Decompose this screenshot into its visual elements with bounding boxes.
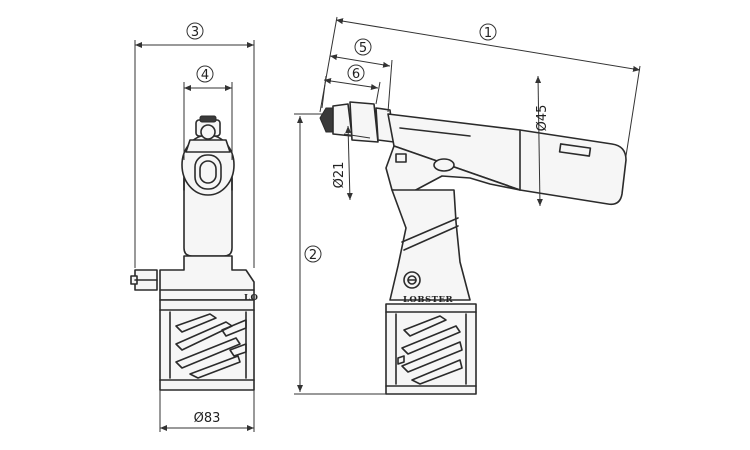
dimension-2: 2 [294, 113, 386, 395]
side-grip [385, 303, 477, 395]
dimension-dia45: Ø45 [535, 75, 550, 207]
front-brand-mark: LO [244, 293, 258, 303]
dimension-dia21: Ø21 [332, 125, 371, 201]
front-head [181, 115, 235, 196]
side-trigger [385, 145, 521, 193]
dimension-6-label: 6 [352, 67, 360, 82]
front-grip [159, 299, 255, 391]
dimension-3-label: 3 [191, 25, 199, 40]
dimension-6: 6 [321, 64, 381, 109]
dimension-5: 5 [329, 38, 393, 113]
dimension-4: 4 [183, 65, 233, 160]
dimension-dia21-label: Ø21 [332, 162, 347, 189]
dimension-3: 3 [134, 22, 255, 268]
dimension-dia45-label: Ø45 [535, 105, 550, 132]
dimension-4-label: 4 [201, 68, 209, 83]
dimension-dia83-label: Ø83 [194, 411, 221, 426]
front-view: LO 3 4 [130, 22, 258, 432]
side-brand-mark: LOBSTER [403, 295, 454, 305]
air-fitting [130, 269, 158, 291]
dimension-1: 1 [319, 16, 641, 157]
dimension-5-label: 5 [359, 41, 367, 56]
dimension-dia83: Ø83 [159, 390, 255, 432]
dimension-2-label: 2 [309, 248, 317, 263]
dimension-1-label: 1 [484, 26, 492, 41]
side-view: LOBSTER 1 5 [294, 16, 641, 395]
